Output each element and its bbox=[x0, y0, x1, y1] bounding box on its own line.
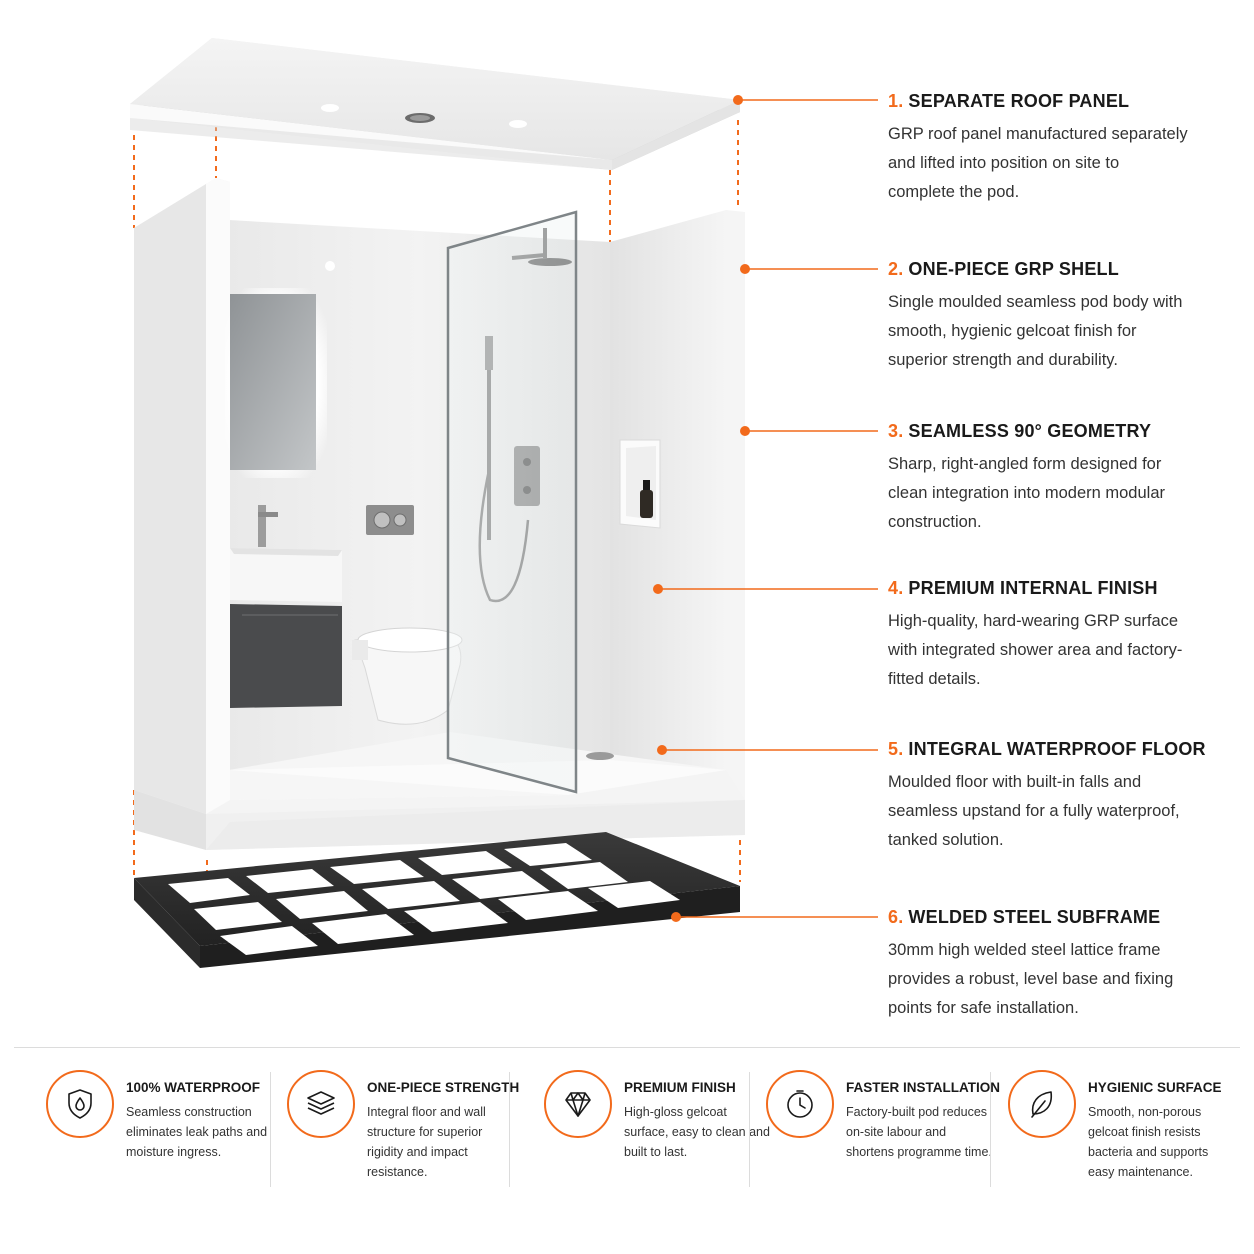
benefit-title: 100% WATERPROOF bbox=[126, 1080, 261, 1095]
floor-drain bbox=[586, 752, 614, 760]
diamond-icon bbox=[544, 1070, 612, 1138]
wall-niche bbox=[619, 439, 661, 529]
layers-icon bbox=[287, 1070, 355, 1138]
section-divider bbox=[14, 1047, 1240, 1048]
benefit-description: High-gloss gelcoat surface, easy to clea… bbox=[624, 1105, 770, 1159]
feature-callout-waterproof-floor: 5.INTEGRAL WATERPROOF FLOOR Moulded floo… bbox=[888, 738, 1238, 855]
feature-callout-steel-subframe: 6.WELDED STEEL SUBFRAME 30mm high welded… bbox=[888, 906, 1238, 1023]
wall-hung-toilet bbox=[352, 627, 463, 725]
leaf-icon bbox=[1008, 1070, 1076, 1138]
feature-title: 5.INTEGRAL WATERPROOF FLOOR bbox=[888, 739, 1206, 759]
feature-callout-roof-panel: 1.SEPARATE ROOF PANEL GRP roof panel man… bbox=[888, 90, 1238, 207]
feature-callout-geometry: 3.SEAMLESS 90° GEOMETRY Sharp, right-ang… bbox=[888, 420, 1238, 537]
benefit-title: ONE-PIECE STRENGTH bbox=[367, 1080, 520, 1095]
roof-panel bbox=[130, 38, 740, 170]
benefit-divider bbox=[749, 1072, 750, 1187]
benefit-title: FASTER INSTALLATION bbox=[846, 1080, 1000, 1095]
bathroom-pod-exploded-illustration bbox=[130, 38, 878, 968]
feature-callout-internal-finish: 4.PREMIUM INTERNAL FINISH High-quality, … bbox=[888, 577, 1238, 694]
feature-title: 3.SEAMLESS 90° GEOMETRY bbox=[888, 421, 1152, 441]
benefit-title: HYGIENIC SURFACE bbox=[1088, 1080, 1222, 1095]
flush-plate bbox=[366, 505, 414, 535]
feature-title: 4.PREMIUM INTERNAL FINISH bbox=[888, 578, 1158, 598]
benefit-title: PREMIUM FINISH bbox=[624, 1080, 736, 1095]
feature-description: Moulded floor with built-in falls and se… bbox=[888, 773, 1180, 849]
feature-title: 6.WELDED STEEL SUBFRAME bbox=[888, 907, 1161, 927]
feature-description: Sharp, right-angled form designed for cl… bbox=[888, 455, 1165, 531]
callout-dots bbox=[653, 95, 750, 922]
feature-description: 30mm high welded steel lattice frame pro… bbox=[888, 941, 1174, 1017]
feature-callout-grp-shell: 2.ONE-PIECE GRP SHELL Single moulded sea… bbox=[888, 258, 1238, 375]
steel-subframe bbox=[134, 832, 740, 968]
feature-description: High-quality, hard-wearing GRP surface w… bbox=[888, 612, 1183, 688]
glass-shower-screen bbox=[446, 210, 578, 794]
feature-title: 1.SEPARATE ROOF PANEL bbox=[888, 91, 1130, 111]
feature-description: GRP roof panel manufactured separately a… bbox=[888, 125, 1188, 201]
benefit-description: Factory-built pod reduces on-site labour… bbox=[846, 1105, 992, 1159]
led-mirror bbox=[225, 288, 327, 478]
benefit-divider bbox=[990, 1072, 991, 1187]
benefit-description: Smooth, non-porous gelcoat finish resist… bbox=[1088, 1105, 1209, 1179]
benefit-divider bbox=[509, 1072, 510, 1187]
benefit-description: Seamless construction eliminates leak pa… bbox=[126, 1105, 268, 1159]
feature-description: Single moulded seamless pod body with sm… bbox=[888, 293, 1183, 369]
benefit-description: Integral floor and wall structure for su… bbox=[367, 1105, 486, 1179]
callout-leaders bbox=[658, 99, 878, 918]
benefit-divider bbox=[270, 1072, 271, 1187]
basin-vanity bbox=[230, 505, 342, 708]
feature-title: 2.ONE-PIECE GRP SHELL bbox=[888, 259, 1119, 279]
right-shell-edge bbox=[726, 210, 745, 808]
clock-icon bbox=[766, 1070, 834, 1138]
right-inner-wall bbox=[610, 210, 726, 770]
shield-droplet-icon bbox=[46, 1070, 114, 1138]
